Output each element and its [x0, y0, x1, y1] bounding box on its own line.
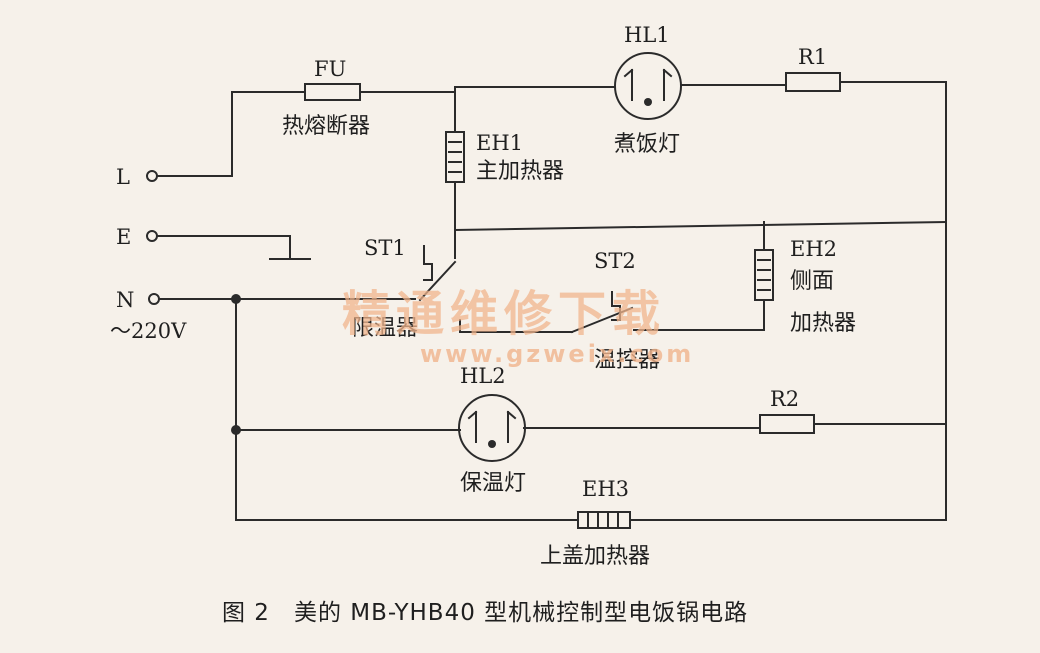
- main-heater-symbol: [445, 131, 465, 183]
- wire-st1-contact: [423, 245, 433, 281]
- cook-lamp-id-label: HL1: [624, 23, 670, 47]
- r1-id-label: R1: [798, 45, 827, 69]
- junction-neutral: [231, 294, 241, 304]
- warm-lamp-name-label: 保温灯: [460, 471, 526, 496]
- wire-r1-right: [839, 81, 947, 521]
- junction-hl2: [231, 425, 241, 435]
- cook-lamp-symbol: [614, 52, 682, 120]
- thermostat-id-label: ST2: [594, 249, 636, 273]
- cook-lamp-name-label: 煮饭灯: [614, 132, 680, 157]
- terminal-live-icon: [146, 170, 158, 182]
- fuse-name-label: 热熔断器: [282, 114, 370, 139]
- wire-middle-rail: [453, 220, 948, 232]
- terminal-neutral-label: N: [116, 288, 134, 312]
- fuse-id-label: FU: [314, 57, 346, 81]
- side-heater-symbol: [754, 249, 774, 301]
- wire-eh2-bottom: [633, 299, 765, 331]
- wire-st1-blade: [418, 260, 457, 302]
- thermostat-name-label: 温控器: [594, 348, 660, 373]
- terminal-earth-icon: [146, 230, 158, 242]
- terminal-neutral-icon: [148, 293, 160, 305]
- wire-st1-st2: [459, 319, 573, 333]
- wires: [157, 81, 948, 521]
- watermark-text: 精通维修下载: [342, 286, 666, 342]
- watermark-url: www.gzweix.com: [420, 340, 694, 368]
- fuse-symbol: [304, 83, 361, 101]
- r2-id-label: R2: [770, 387, 799, 411]
- terminal-earth-label: E: [116, 225, 131, 249]
- side-heater-name-line1: 侧面: [790, 269, 834, 294]
- lid-heater-symbol: [577, 511, 631, 529]
- r2-symbol: [759, 414, 815, 434]
- warm-lamp-id-label: HL2: [460, 364, 506, 388]
- warm-lamp-symbol: [458, 394, 526, 462]
- main-heater-id-label: EH1: [476, 131, 523, 155]
- side-heater-id-label: EH2: [790, 237, 837, 261]
- wire-st2-blade: [570, 306, 634, 334]
- limiter-id-label: ST1: [364, 236, 406, 260]
- limiter-name-label: 限温器: [352, 316, 418, 341]
- lid-heater-name-label: 上盖加热器: [540, 544, 650, 569]
- wire-live: [157, 91, 306, 177]
- side-heater-name-line2: 加热器: [790, 311, 856, 336]
- figure-caption: 图 2 美的 MB-YHB40 型机械控制型电饭锅电路: [222, 600, 748, 626]
- voltage-label: ～220V: [110, 319, 187, 343]
- lid-heater-id-label: EH3: [582, 477, 629, 501]
- terminal-live-label: L: [116, 165, 130, 189]
- wire-left-bus: [235, 298, 579, 521]
- r1-symbol: [785, 72, 841, 92]
- wire-st2-contact: [611, 291, 621, 321]
- main-heater-name-label: 主加热器: [476, 159, 564, 184]
- wire-earth: [157, 235, 291, 259]
